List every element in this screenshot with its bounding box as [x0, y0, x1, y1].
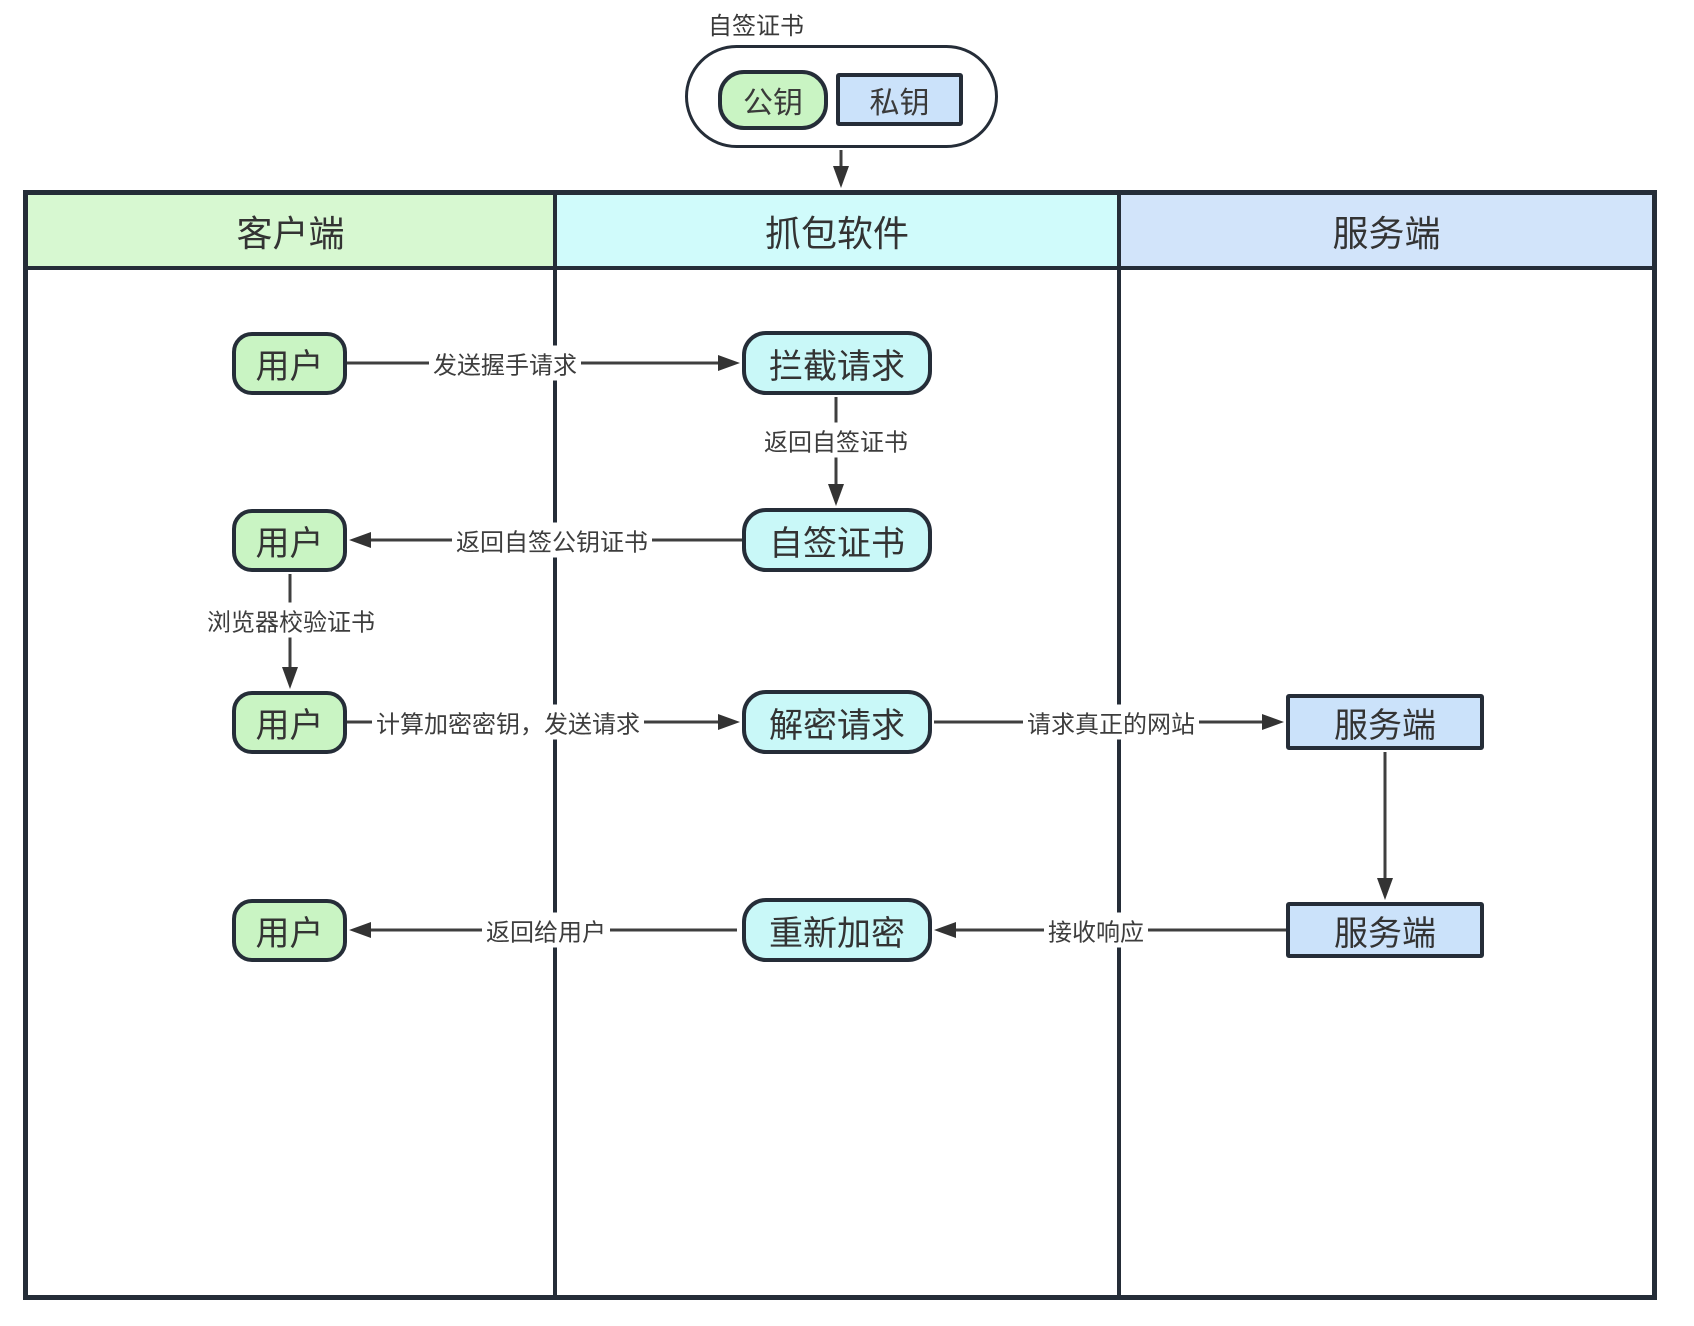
- private-key-node: 私钥: [836, 73, 963, 126]
- node-server-row3: 服务端: [1286, 694, 1484, 750]
- node-self-signed-cert: 自签证书: [742, 508, 932, 572]
- node-re-encrypt: 重新加密: [742, 898, 932, 962]
- node-decrypt-request: 解密请求: [742, 690, 932, 754]
- edge-label-return-self-pubkey-cert: 返回自签公钥证书: [452, 522, 652, 558]
- public-key-node: 公钥: [718, 70, 828, 130]
- column-divider-2: [1117, 195, 1121, 1295]
- node-user-row1: 用户: [232, 332, 347, 395]
- header-bottom-divider: [28, 266, 1652, 270]
- edge-label-browser-verify-cert: 浏览器校验证书: [203, 602, 379, 638]
- node-user-row2: 用户: [232, 509, 347, 572]
- edge-label-receive-response: 接收响应: [1044, 912, 1148, 948]
- node-intercept-request: 拦截请求: [742, 331, 932, 395]
- column-header-server: 服务端: [1121, 195, 1652, 266]
- arrow-cert-to-table: [833, 150, 849, 188]
- cert-group-label: 自签证书: [708, 12, 804, 40]
- column-header-capture-software: 抓包软件: [557, 195, 1117, 266]
- node-server-row4: 服务端: [1286, 902, 1484, 958]
- edge-label-request-real-site: 请求真正的网站: [1023, 704, 1199, 740]
- node-user-row4: 用户: [232, 899, 347, 962]
- edge-label-send-handshake: 发送握手请求: [429, 345, 581, 381]
- column-divider-1: [553, 195, 557, 1295]
- edge-label-return-self-cert: 返回自签证书: [760, 422, 912, 458]
- node-user-row3: 用户: [232, 691, 347, 754]
- self-signed-cert-container: 公钥 私钥: [685, 45, 998, 148]
- edge-label-return-to-user: 返回给用户: [482, 912, 610, 948]
- edge-label-compute-key-send-request: 计算加密密钥，发送请求: [372, 704, 644, 740]
- column-header-client: 客户端: [28, 195, 553, 266]
